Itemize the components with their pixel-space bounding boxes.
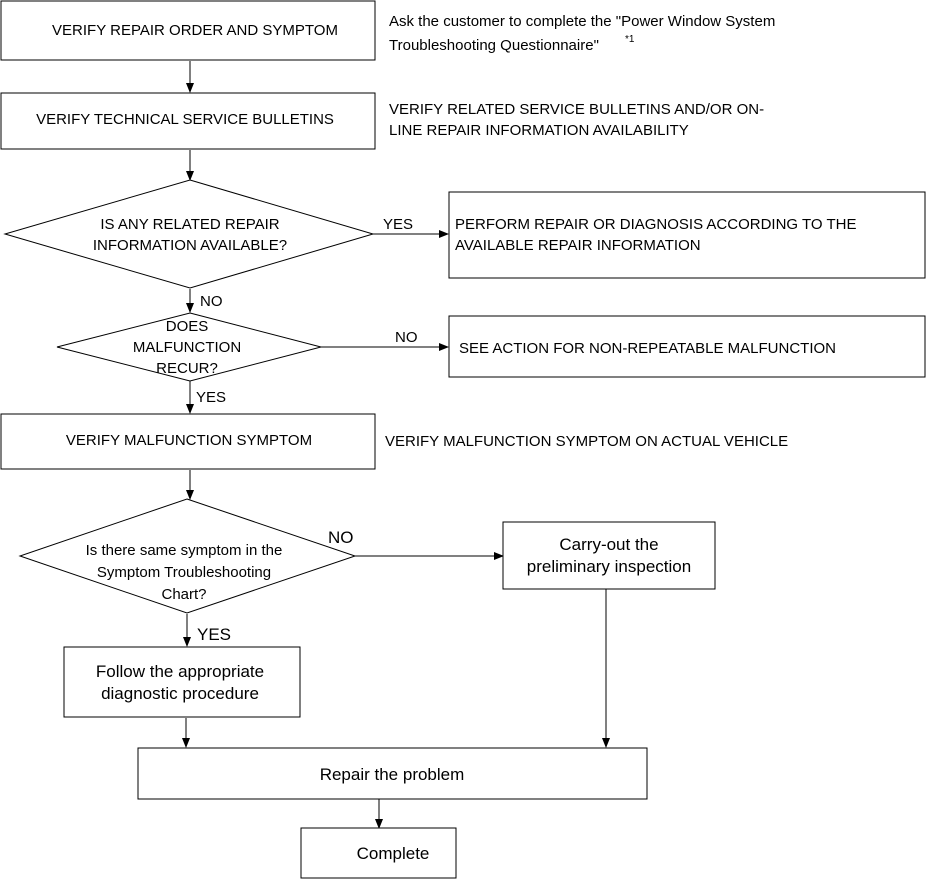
related-decision-line2: INFORMATION AVAILABLE? xyxy=(93,237,287,254)
same-symptom-line1: Is there same symptom in the xyxy=(86,542,283,559)
verify-bulletins-note-line1: VERIFY RELATED SERVICE BULLETINS AND/OR … xyxy=(389,101,764,118)
verify-repair-order-note-superscript: *1 xyxy=(625,34,635,45)
related-decision-no-label: NO xyxy=(200,293,223,310)
repair-problem-label: Repair the problem xyxy=(320,765,465,784)
recur-decision-line1: DOES xyxy=(166,318,209,335)
verify-repair-order-note: Ask the customer to complete the "Power … xyxy=(389,13,775,54)
related-decision-yes-label: YES xyxy=(383,216,413,233)
preliminary-line1: Carry-out the xyxy=(559,535,658,554)
same-symptom-line3: Chart? xyxy=(161,586,206,603)
non-repeatable-label: SEE ACTION FOR NON-REPEATABLE MALFUNCTIO… xyxy=(459,340,836,357)
recur-decision-line3: RECUR? xyxy=(156,360,218,377)
step-preliminary-inspection: Carry-out the preliminary inspection xyxy=(502,521,716,590)
verify-bulletins-note-line2: LINE REPAIR INFORMATION AVAILABILITY xyxy=(389,122,689,139)
diagnostic-line2: diagnostic procedure xyxy=(101,684,259,703)
diagnostic-line1: Follow the appropriate xyxy=(96,662,264,681)
step-repair-problem: Repair the problem xyxy=(137,747,648,800)
decision-same-symptom: Is there same symptom in the Symptom Tro… xyxy=(18,498,357,614)
step-diagnostic-procedure: Follow the appropriate diagnostic proced… xyxy=(63,646,301,718)
verify-repair-order-note-line1: Ask the customer to complete the "Power … xyxy=(389,13,775,30)
decision-malfunction-recur: DOES MALFUNCTION RECUR? xyxy=(56,312,323,382)
perform-repair-line2: AVAILABLE REPAIR INFORMATION xyxy=(455,237,701,254)
recur-decision-line2: MALFUNCTION xyxy=(133,339,241,356)
verify-symptom-label: VERIFY MALFUNCTION SYMPTOM xyxy=(66,432,312,449)
step-verify-bulletins: VERIFY TECHNICAL SERVICE BULLETINS xyxy=(0,92,376,150)
preliminary-line2: preliminary inspection xyxy=(527,557,691,576)
same-symptom-line2: Symptom Troubleshooting xyxy=(97,564,271,581)
verify-repair-order-note-line2: Troubleshooting Questionnaire" xyxy=(389,37,599,54)
step-verify-malfunction-symptom: VERIFY MALFUNCTION SYMPTOM xyxy=(0,413,376,470)
decision-related-repair-info: IS ANY RELATED REPAIR INFORMATION AVAILA… xyxy=(3,179,375,289)
connectors xyxy=(182,61,610,829)
verify-bulletins-label: VERIFY TECHNICAL SERVICE BULLETINS xyxy=(36,111,334,128)
step-verify-repair-order: VERIFY REPAIR ORDER AND SYMPTOM xyxy=(0,0,376,61)
recur-decision-yes-label: YES xyxy=(196,389,226,406)
related-decision-line1: IS ANY RELATED REPAIR xyxy=(100,216,279,233)
recur-decision-no-label: NO xyxy=(395,329,418,346)
step-perform-repair: PERFORM REPAIR OR DIAGNOSIS ACCORDING TO… xyxy=(448,191,926,279)
perform-repair-line1: PERFORM REPAIR OR DIAGNOSIS ACCORDING TO… xyxy=(455,216,856,233)
complete-label: Complete xyxy=(357,844,430,863)
verify-symptom-note: VERIFY MALFUNCTION SYMPTOM ON ACTUAL VEH… xyxy=(385,433,788,450)
same-symptom-no-label: NO xyxy=(328,528,354,547)
step-non-repeatable-malfunction: SEE ACTION FOR NON-REPEATABLE MALFUNCTIO… xyxy=(448,315,926,378)
step-complete: Complete xyxy=(300,827,457,879)
verify-bulletins-note: VERIFY RELATED SERVICE BULLETINS AND/OR … xyxy=(389,101,764,139)
verify-repair-order-label: VERIFY REPAIR ORDER AND SYMPTOM xyxy=(52,22,338,39)
same-symptom-yes-label: YES xyxy=(197,625,231,644)
